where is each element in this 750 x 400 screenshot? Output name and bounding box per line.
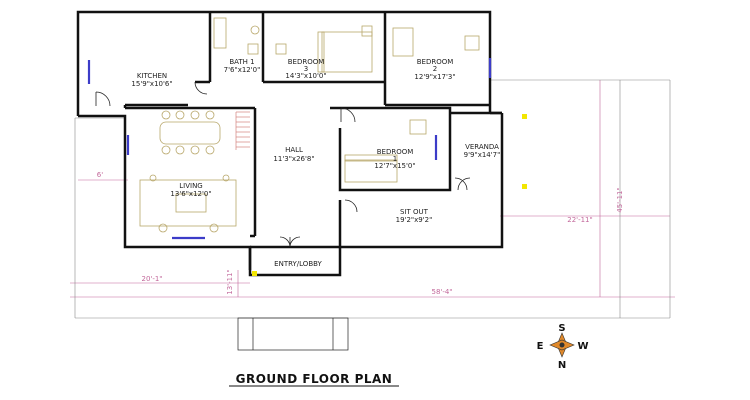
bedroom2-label: BEDROOM <box>417 58 454 66</box>
bedroom3-dim: 14'3"x10'0" <box>285 72 326 80</box>
dim-six-ft: 6' <box>97 171 103 179</box>
compass-w: W <box>577 341 588 352</box>
dim-width-left: 20'-1" <box>141 275 162 283</box>
veranda-dim: 9'9"x14'7" <box>464 151 501 159</box>
entry-label: ENTRY/LOBBY <box>274 260 322 268</box>
bedroom3-number: 3 <box>304 65 308 73</box>
dim-overall: 58'-4" <box>431 288 452 296</box>
walls <box>76 10 504 277</box>
compass-icon <box>549 332 575 358</box>
windows <box>87 58 492 240</box>
dim-height-right: 45'-11" <box>616 187 624 212</box>
compass-n: N <box>558 360 566 371</box>
compass-e: E <box>537 341 544 352</box>
bedroom2-number: 2 <box>433 65 437 73</box>
door-swings <box>95 81 471 248</box>
kitchen-label: KITCHEN <box>137 72 167 80</box>
dim-depth-left: 13'-11" <box>226 269 234 294</box>
compass-s: S <box>558 323 565 334</box>
bedroom1-number: 1 <box>393 155 397 163</box>
bedroom3-label: BEDROOM <box>288 58 325 66</box>
sitout-label: SIT OUT <box>400 208 429 216</box>
site-outline <box>74 79 671 319</box>
hall-label: HALL <box>285 146 303 154</box>
bedroom1-dim: 12'7"x15'0" <box>374 162 415 170</box>
living-label: LIVING <box>179 182 202 190</box>
bath-dim: 7'6"x12'0" <box>224 66 261 74</box>
hall-dim: 11'3"x26'8" <box>273 155 314 163</box>
sitout-dim: 19'2"x9'2" <box>396 216 433 224</box>
bath-label: BATH 1 <box>229 58 254 66</box>
veranda-label: VERANDA <box>465 143 499 151</box>
veranda-columns <box>252 114 527 276</box>
plan-title: GROUND FLOOR PLAN <box>236 372 393 386</box>
bedroom2-dim: 12'9"x17'3" <box>414 73 455 81</box>
dim-width-right: 22'-11" <box>567 216 592 224</box>
furniture <box>139 17 480 233</box>
living-dim: 13'6"x12'0" <box>170 190 211 198</box>
kitchen-dim: 15'9"x10'6" <box>131 80 172 88</box>
entry-steps <box>237 317 349 351</box>
bedroom1-label: BEDROOM <box>377 148 414 156</box>
dimension-lines <box>70 80 675 298</box>
staircase <box>235 111 250 150</box>
